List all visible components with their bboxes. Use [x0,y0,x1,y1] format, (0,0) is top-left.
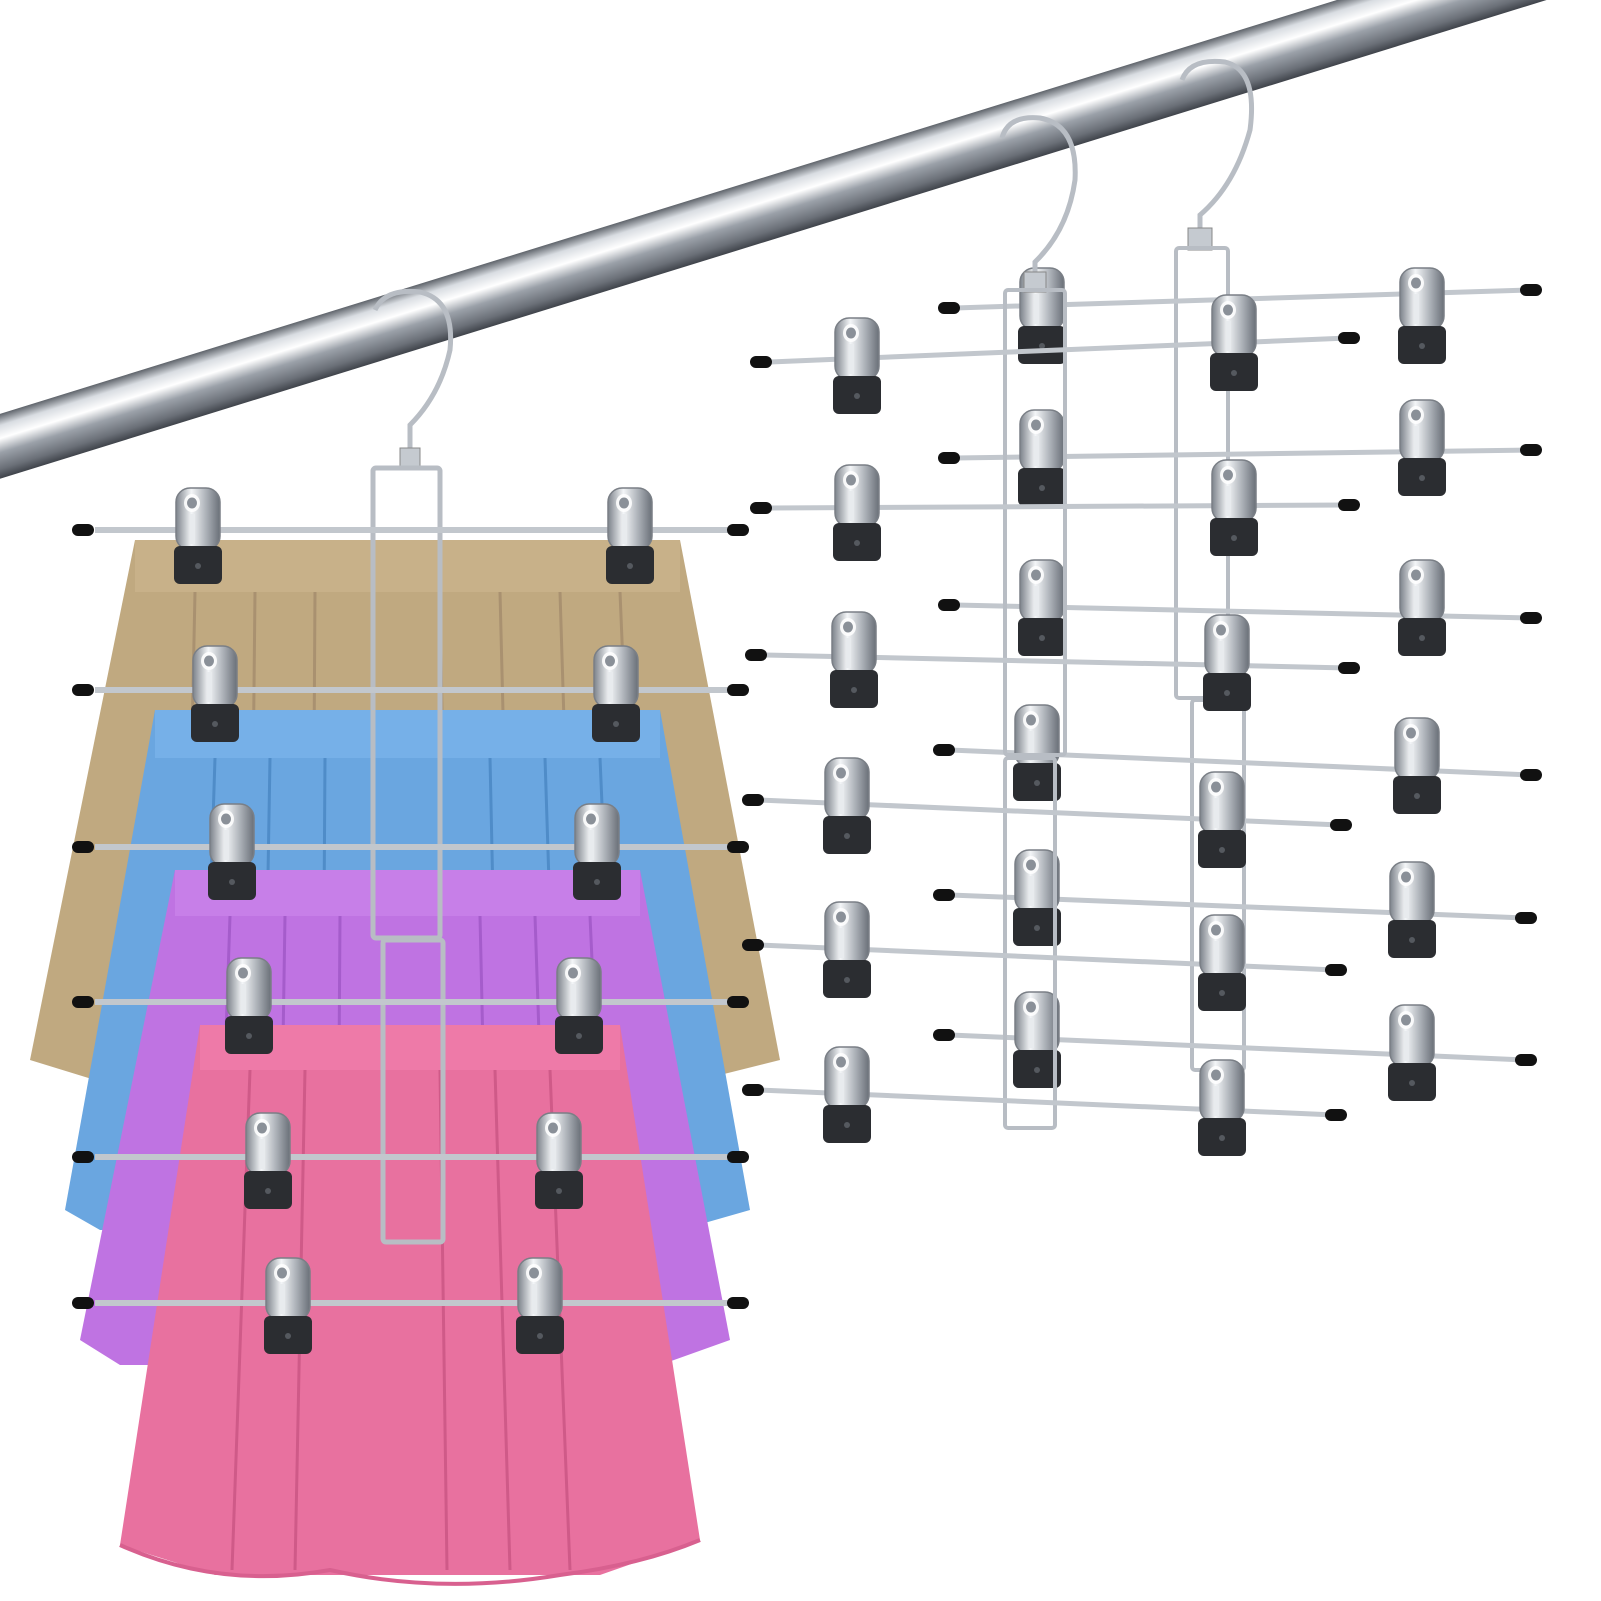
hook [372,288,454,465]
hook [999,115,1078,290]
closet-rod [0,0,1601,500]
hook [1179,58,1255,248]
empty-hanger-middle [742,115,1360,1157]
hanger-frame [370,465,446,1245]
skirt-hanger-front [30,288,780,1586]
